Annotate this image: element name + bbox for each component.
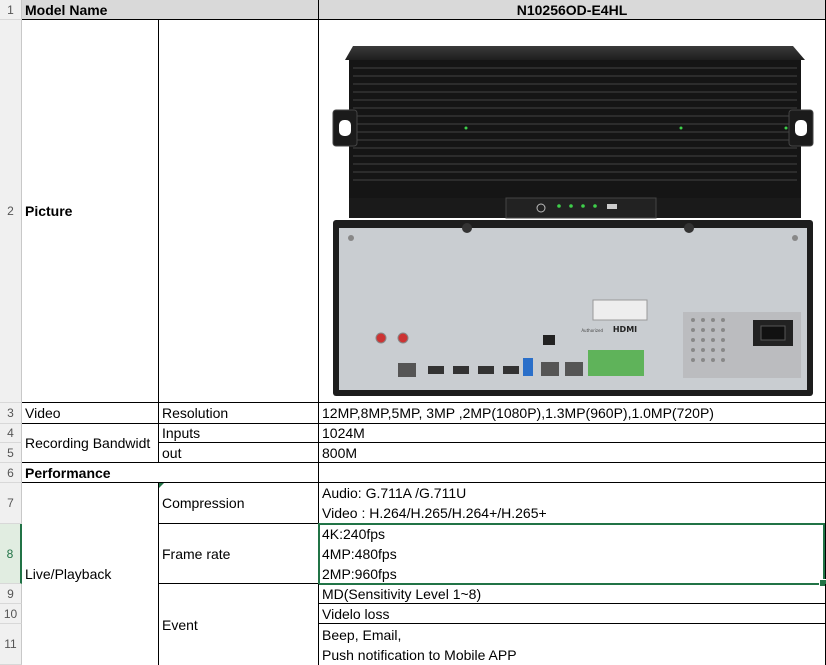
nvr-rear-image: HDMI Authorized — [333, 220, 813, 396]
hdmi-logo: HDMI — [613, 325, 637, 334]
cell-frame-rate-label[interactable]: Frame rate — [159, 524, 319, 584]
authorized-text: Authorized — [581, 328, 603, 333]
event-push: Push notification to Mobile APP — [322, 646, 517, 663]
cell-performance-label[interactable]: Performance — [22, 463, 319, 483]
cell-out-value[interactable]: 800M — [319, 443, 826, 463]
cell-empty[interactable] — [319, 463, 826, 483]
row-header[interactable]: 5 — [0, 443, 22, 463]
cell-video-label[interactable]: Video — [22, 403, 159, 424]
cell-out-label[interactable]: out — [159, 443, 319, 463]
row-header[interactable]: 1 — [0, 0, 22, 20]
nvr-front-image — [332, 46, 814, 219]
compression-audio: Audio: G.711A /G.711U — [322, 485, 467, 501]
row-header[interactable]: 10 — [0, 604, 22, 624]
row-header[interactable]: 3 — [0, 403, 22, 424]
cell-picture-label[interactable]: Picture — [22, 20, 159, 403]
cell-model-name-value[interactable]: N10256OD-E4HL — [319, 0, 826, 20]
cell-empty[interactable] — [159, 20, 319, 403]
cell-model-name-label[interactable]: Model Name — [22, 0, 319, 20]
row-header[interactable]: 11 — [0, 624, 22, 665]
cell-compression-value[interactable]: Audio: G.711A /G.711U Video : H.264/H.26… — [319, 483, 826, 524]
cell-event-video-loss[interactable]: Videlo loss — [319, 604, 826, 624]
row-header[interactable]: 9 — [0, 584, 22, 604]
event-beep-email: Beep, Email, — [322, 626, 402, 643]
row-header[interactable]: 2 — [0, 20, 22, 403]
cell-resolution-value[interactable]: 12MP,8MP,5MP, 3MP ,2MP(1080P),1.3MP(960P… — [319, 403, 826, 424]
cell-compression-label[interactable]: Compression — [159, 483, 319, 524]
cell-event-md[interactable]: MD(Sensitivity Level 1~8) — [319, 584, 826, 604]
row-header[interactable]: 7 — [0, 483, 22, 524]
cell-event-label[interactable]: Event — [159, 584, 319, 665]
fill-handle[interactable] — [819, 579, 826, 587]
cell-event-notify[interactable]: Beep, Email, Push notification to Mobile… — [319, 624, 826, 665]
frame-rate-4mp: 4MP:480fps — [322, 545, 397, 562]
cell-live-playback-label[interactable]: Live/Playback — [22, 483, 159, 665]
row-header[interactable]: 4 — [0, 424, 22, 443]
comment-indicator — [159, 483, 164, 488]
cell-picture[interactable]: HDMI Authorized — [319, 20, 826, 403]
row-header[interactable]: 6 — [0, 463, 22, 483]
cell-recording-bandwidth-label[interactable]: Recording Bandwidt — [22, 424, 159, 463]
row-header-selected[interactable]: 8 — [0, 524, 22, 584]
cell-inputs-value[interactable]: 1024M — [319, 424, 826, 443]
cell-inputs-label[interactable]: Inputs — [159, 424, 319, 443]
cell-resolution-label[interactable]: Resolution — [159, 403, 319, 424]
compression-video: Video : H.264/H.265/H.264+/H.265+ — [322, 505, 547, 521]
cell-frame-rate-value[interactable]: 4K:240fps 4MP:480fps 2MP:960fps — [319, 524, 826, 584]
frame-rate-2mp: 2MP:960fps — [322, 565, 397, 582]
frame-rate-4k: 4K:240fps — [322, 525, 386, 542]
